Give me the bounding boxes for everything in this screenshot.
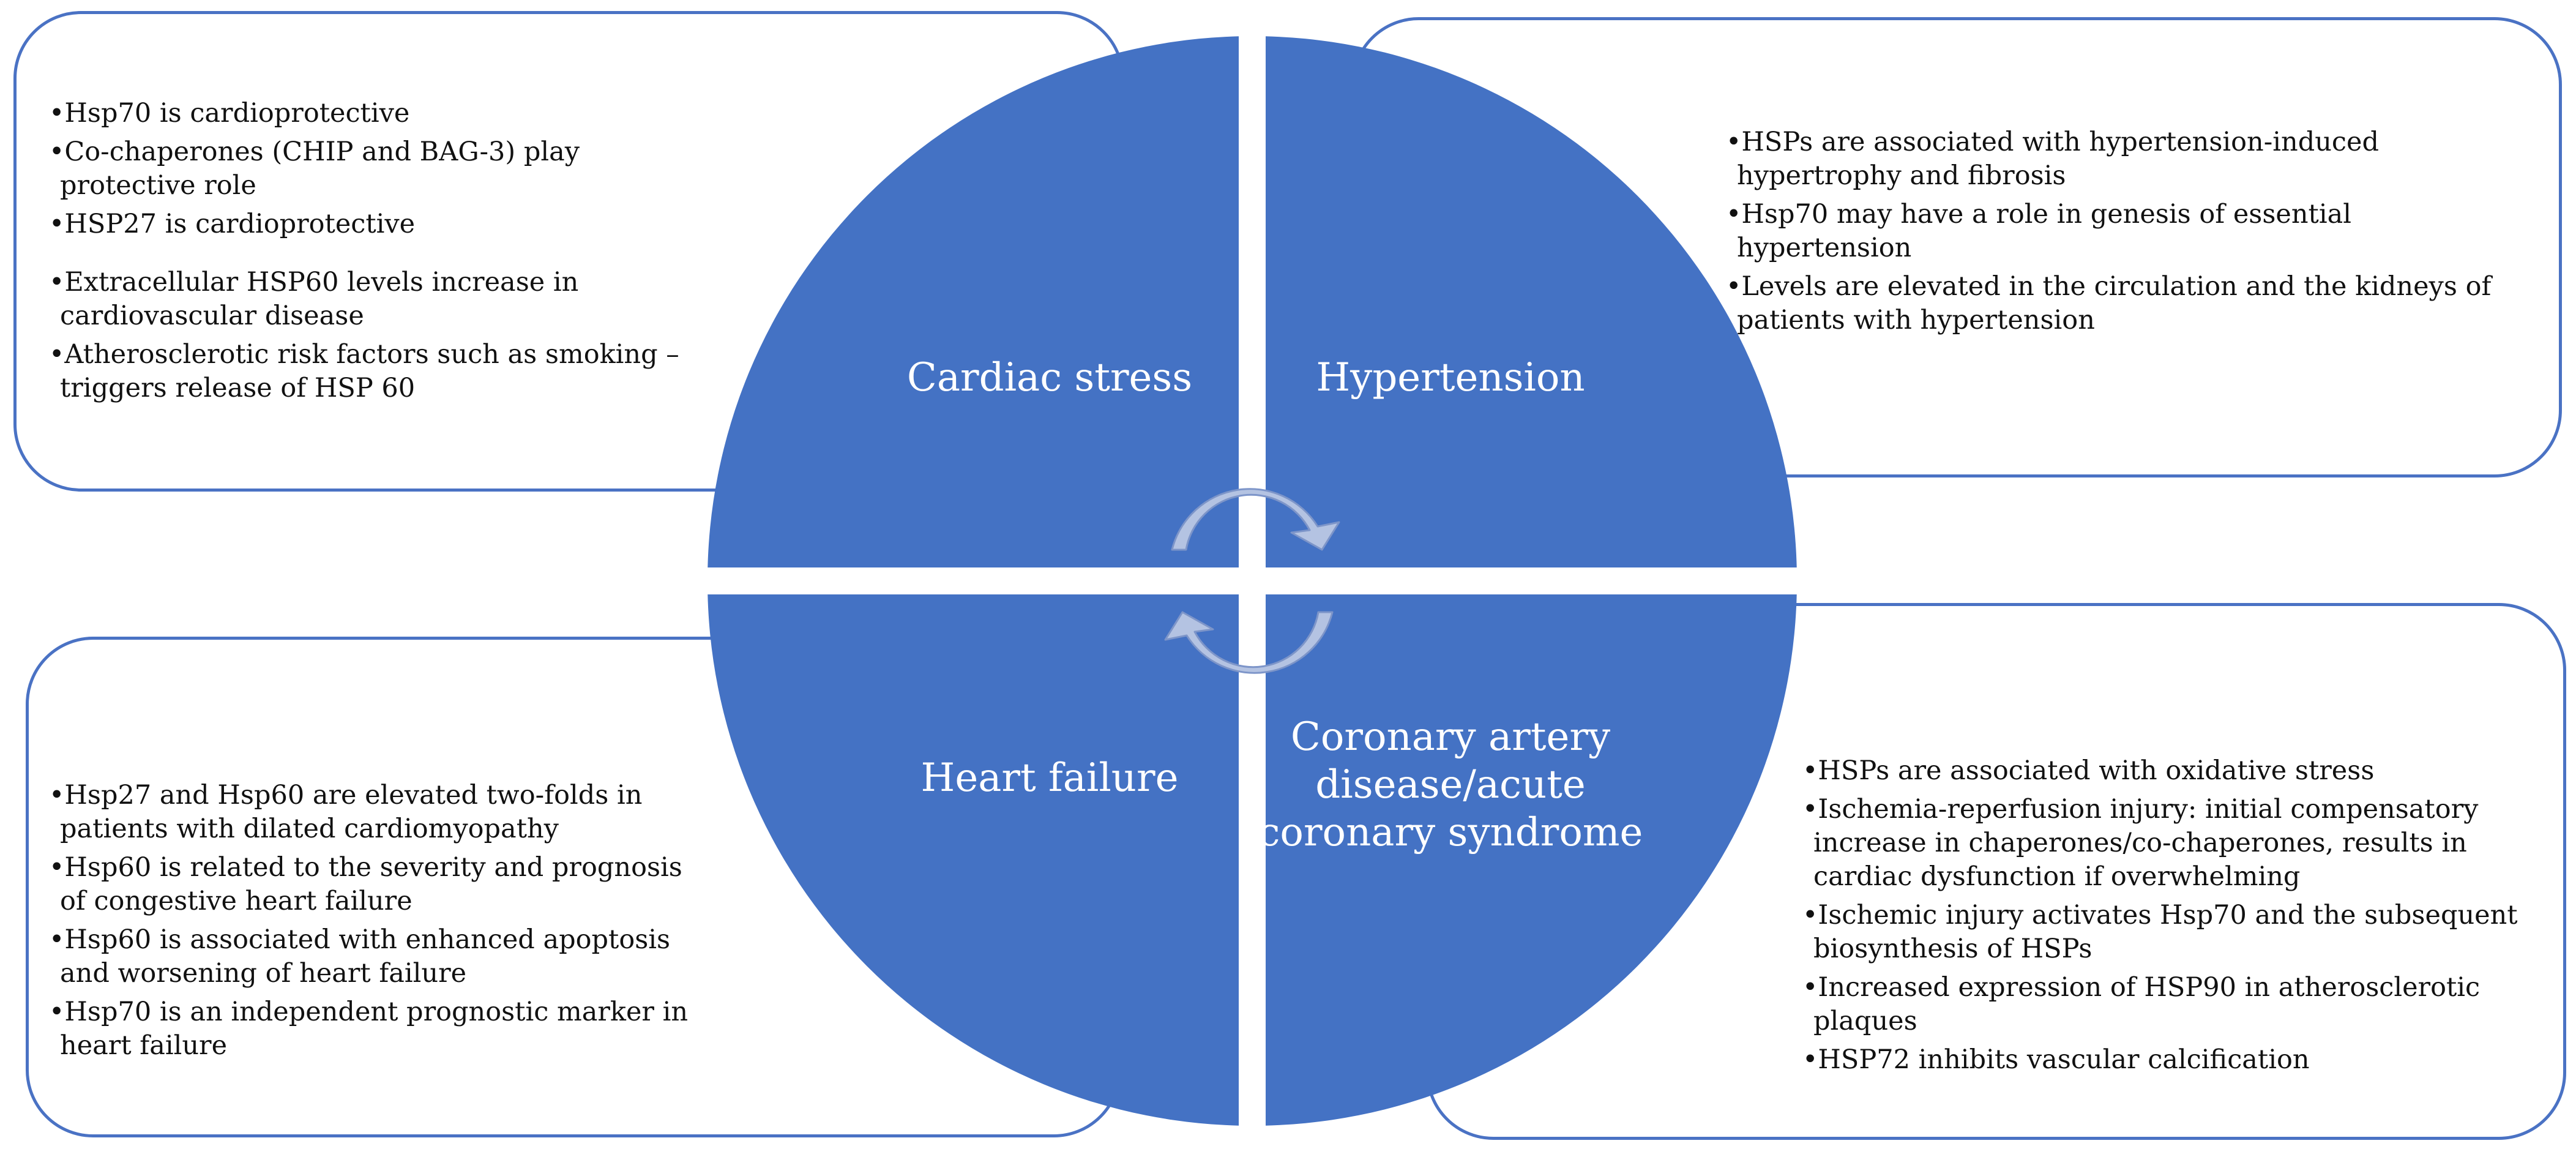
bullet: Ischemia-reperfusion injury: initial com… [1802, 793, 2537, 894]
quadrant-coronary-artery-disease [1266, 594, 1797, 1126]
bullet: Hsp60 is associated with enhanced apopto… [49, 923, 710, 990]
quadrant-title-heart-failure: Heart failure [920, 755, 1179, 801]
quadrant-title-coronary-artery-disease: Coronary artery disease/acute coronary s… [1258, 714, 1643, 855]
bullet: HSPs are associated with hypertension-in… [1726, 125, 2534, 193]
bullet: Hsp27 and Hsp60 are elevated two-folds i… [49, 779, 710, 846]
bullet: HSP27 is cardioprotective [49, 208, 722, 241]
quadrant-title-hypertension: Hypertension [1316, 355, 1585, 400]
cycle-arrow-top-icon [1171, 488, 1340, 551]
hypertension-bullets: HSPs are associated with hypertension-in… [1726, 125, 2534, 342]
bullet: Hsp70 may have a role in genesis of esse… [1726, 198, 2534, 265]
bullet: Atherosclerotic risk factors such as smo… [49, 338, 722, 405]
bullet: Levels are elevated in the circulation a… [1726, 270, 2534, 337]
bullet: Extracellular HSP60 levels increase in c… [49, 266, 722, 333]
quadrant-title-cardiac-stress: Cardiac stress [906, 355, 1193, 400]
quadrant-cardiac-stress [707, 36, 1239, 567]
bullet: Ischemic injury activates Hsp70 and the … [1802, 899, 2537, 966]
quadrant-heart-failure [707, 594, 1239, 1126]
bullet: Hsp70 is an independent prognostic marke… [49, 995, 710, 1063]
cardiac-stress-bullets: Hsp70 is cardioprotective Co-chaperones … [49, 97, 722, 410]
cycle-arrow-bottom-icon [1164, 611, 1334, 674]
bullet: Hsp70 is cardioprotective [49, 97, 722, 130]
coronary-artery-disease-bullets: HSPs are associated with oxidative stres… [1802, 754, 2537, 1082]
heart-failure-bullets: Hsp27 and Hsp60 are elevated two-folds i… [49, 779, 710, 1068]
bullet: HSPs are associated with oxidative stres… [1802, 754, 2537, 788]
bullet: Increased expression of HSP90 in atheros… [1802, 971, 2537, 1038]
bullet: Co-chaperones (CHIP and BAG-3) play prot… [49, 135, 722, 203]
bullet: Hsp60 is related to the severity and pro… [49, 851, 710, 918]
bullet: HSP72 inhibits vascular calcification [1802, 1043, 2537, 1077]
quadrant-hypertension [1266, 36, 1797, 567]
